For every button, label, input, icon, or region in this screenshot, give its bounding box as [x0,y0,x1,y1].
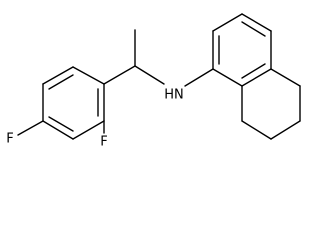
bond [241,13,272,32]
molecule-structure: F F HN [6,13,301,150]
bond [72,66,105,85]
amine-label: HN [164,88,184,103]
bond [212,13,243,32]
bond [72,120,105,140]
fluorine-bottom-label: F [100,135,107,150]
bond [270,120,301,140]
double-bond-inner [241,63,266,79]
bond-carbon-to-nitrogen [134,65,165,85]
bond [212,68,243,87]
bond-ring-to-chiral-carbon [103,65,136,85]
bond [42,66,74,85]
bond-nitrogen-to-ring [184,68,214,87]
tetrahydronaphthalene-aromatic-ring [212,13,272,87]
bond-to-fluorine-left [17,120,44,136]
bond [42,120,74,140]
double-bond-inner [48,116,74,132]
difluorophenyl-ring [42,66,105,140]
bond [270,68,301,87]
bond [241,68,272,87]
bond [241,120,272,140]
double-bond-inner [241,21,266,37]
tetrahydronaphthalene-saturated-ring [241,68,301,140]
double-bond-inner [48,74,74,90]
fluorine-left-label: F [6,132,13,147]
